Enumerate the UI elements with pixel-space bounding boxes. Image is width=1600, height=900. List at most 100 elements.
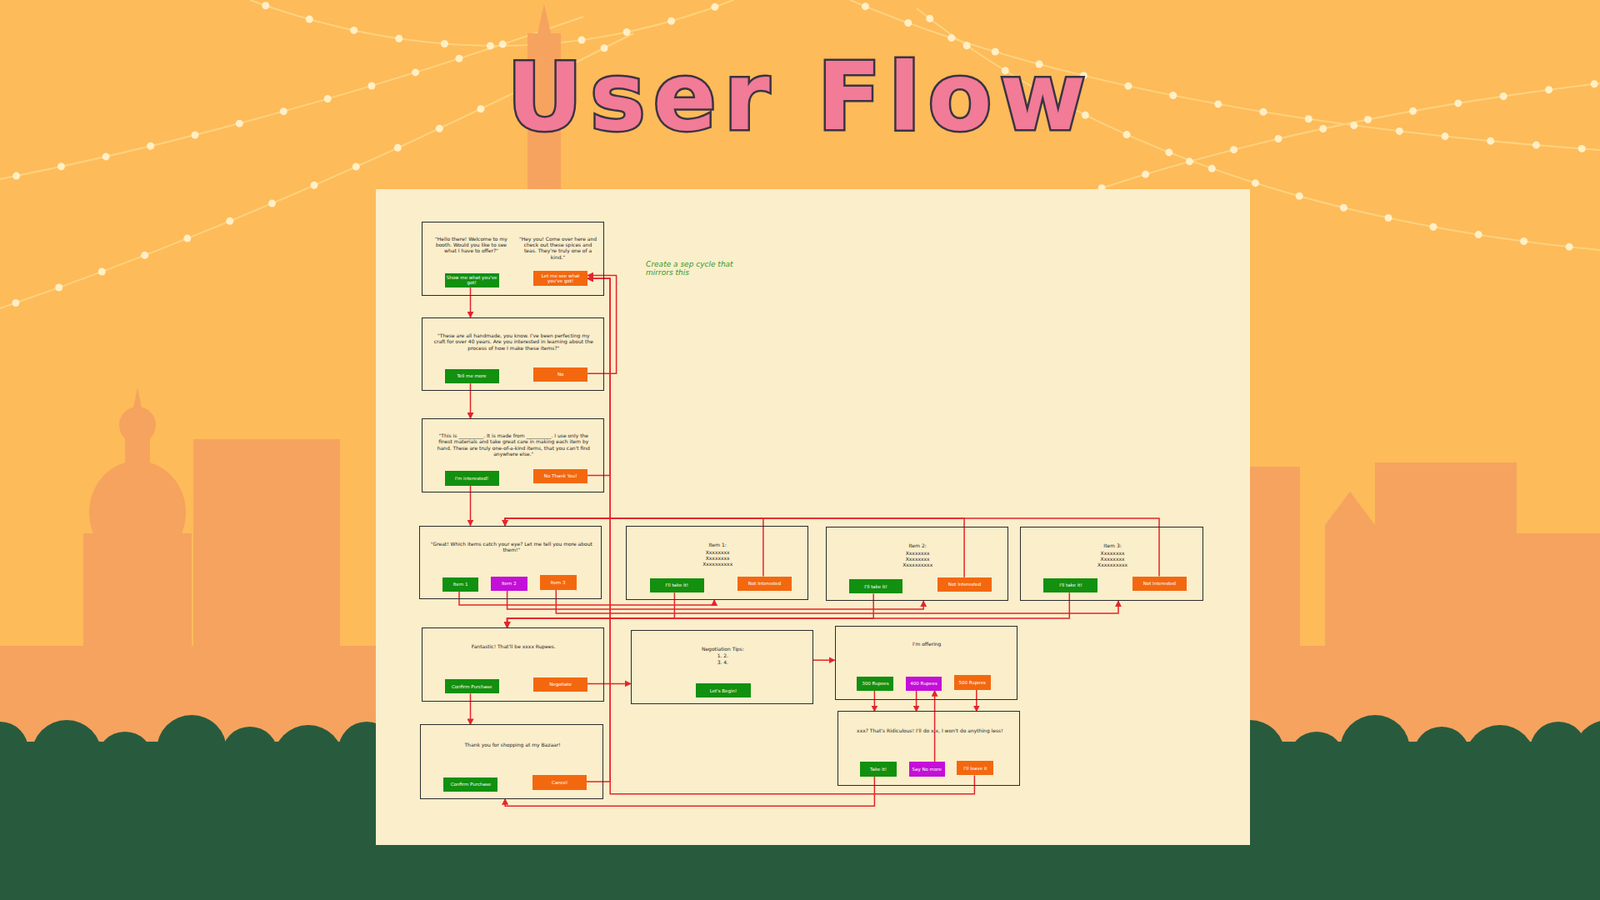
light-bulb [102, 152, 110, 160]
dialog-text: Negotiation Tips: [682, 645, 764, 652]
flow-connector [470, 383, 472, 419]
flow-connector [507, 592, 675, 628]
flow-connector [586, 278, 610, 782]
bush [31, 720, 102, 790]
light-bulb [1350, 121, 1358, 130]
light-bulb [55, 284, 63, 292]
light-bulb [1169, 91, 1177, 100]
text-holder: "This is __________. It is made from ___… [432, 432, 595, 457]
choice-button: Item 2 [490, 576, 528, 591]
dialog-text: Thank you for shopping at my Bazaar! [431, 741, 595, 748]
light-bulb [1500, 92, 1508, 100]
light-bulb [925, 15, 934, 23]
bush [96, 731, 154, 789]
button-label: 300 Rupees [861, 680, 889, 686]
dome-spire [133, 387, 142, 409]
choice-button: 500 Rupees [954, 675, 991, 690]
choice-button: 300 Rupees [856, 676, 894, 691]
flow-connector [975, 690, 978, 712]
light-bulb [440, 40, 449, 48]
light-bulb [235, 120, 244, 128]
button-label: I'm interested! [455, 475, 489, 481]
light-bulb [1486, 137, 1495, 145]
dialog-box: "These are all handmade, you know. I've … [421, 317, 605, 391]
text-holder: Negotiation Tips: [682, 645, 764, 652]
dialog-text: "Hello there! Welcome to my booth. Would… [430, 235, 512, 255]
dialog-text: Item 3: [1072, 542, 1154, 549]
light-bulb [499, 40, 507, 49]
text-holder: "Hey you! Come over here and check out t… [517, 235, 600, 260]
building [1375, 462, 1517, 738]
dialog-box: Negotiation Tips:1. 2. 3. 4. Let's Begin! [630, 630, 814, 705]
choice-button: Not Interested [737, 576, 792, 591]
choice-button: Item 1 [442, 577, 479, 592]
light-bulb [1123, 130, 1131, 139]
choice-button: Tell me more [445, 369, 500, 384]
text-holder: "Hello there! Welcome to my booth. Would… [430, 235, 512, 255]
light-bulb [352, 163, 360, 171]
button-label: Confirm Purchase [451, 684, 492, 690]
dialog-text: Item 1: [677, 541, 759, 548]
button-label: Not Interested [1143, 580, 1176, 586]
light-string [0, 16, 584, 180]
text-holder: Xxxxxxxx Xxxxxxxx Xxxxxxxxxx [897, 550, 938, 569]
text-holder: 1. 2. 3. 4. [717, 652, 729, 665]
light-bulb [1409, 107, 1417, 115]
flow-connector [587, 278, 975, 794]
button-label: Not Interested [948, 581, 981, 587]
light-bulb [1275, 135, 1283, 143]
light-bulb [225, 217, 234, 225]
text-holder: Item 2: [877, 542, 959, 549]
choice-button: Let's Begin! [695, 683, 751, 698]
choice-button: Item 3 [540, 575, 577, 590]
light-bulb [904, 19, 912, 27]
light-bulb [324, 95, 332, 103]
light-bulb [305, 15, 314, 24]
light-bulb [280, 107, 288, 115]
light-bulb [486, 41, 495, 50]
button-label: Say No more [912, 766, 942, 772]
light-bulb [1475, 230, 1483, 239]
light-bulb [1141, 170, 1150, 179]
light-bulb [1532, 141, 1540, 150]
building-roof [1325, 491, 1375, 525]
light-bulb [12, 172, 20, 180]
dome-top [119, 406, 156, 444]
light-bulb [1578, 145, 1586, 153]
button-label: Item 2 [501, 580, 517, 586]
bush [273, 725, 344, 795]
light-bulb [310, 181, 318, 190]
dialog-text: "This is __________. It is made from ___… [432, 432, 595, 457]
button-label: Tell me more [456, 373, 486, 379]
button-label: Take it! [870, 766, 887, 772]
choice-button: 400 Rupees [905, 676, 942, 691]
dialog-box: I'm offering 300 Rupees 400 Rupees 500 Rupe… [835, 625, 1018, 700]
text-holder: Fantastic! That'll be xxxx Rupees. [432, 643, 595, 650]
button-label: Item 1 [453, 581, 469, 587]
dialog-body: "Hey you! Come over here and check out t… [517, 235, 600, 260]
flow-connector [587, 275, 617, 375]
light-bulb [394, 144, 402, 152]
flow-connector [470, 287, 472, 318]
text-holder: Item 3: [1072, 542, 1154, 549]
light-bulb [146, 142, 155, 150]
light-bulb [1208, 165, 1216, 173]
light-bulb [476, 105, 485, 113]
light-bulb [261, 1, 270, 10]
dialog-text: "These are all handmade, you know. I've … [432, 332, 595, 351]
dialog-text: Item 2: [877, 542, 959, 549]
choice-button: Cancel [532, 775, 587, 790]
dialog-box: Fantastic! That'll be xxxx Rupees. Confir… [421, 627, 605, 702]
light-bulb [1364, 115, 1372, 124]
light-bulb [191, 131, 200, 140]
light-bulb [623, 28, 631, 36]
choice-button: Take it! [860, 761, 897, 776]
text-holder: Xxxxxxxx Xxxxxxxx Xxxxxxxxxx [697, 549, 738, 568]
button-label: Negotiate [549, 681, 572, 687]
dialog-text: "Great! Which items catch your eye? Let … [430, 540, 593, 554]
button-label: No [557, 371, 564, 377]
dialog-box: Item 3:Xxxxxxxx Xxxxxxxx XxxxxxxxxxI'll … [1020, 526, 1203, 601]
text-holder: I'm offering [886, 640, 968, 647]
button-label: Let's Begin! [710, 688, 738, 694]
